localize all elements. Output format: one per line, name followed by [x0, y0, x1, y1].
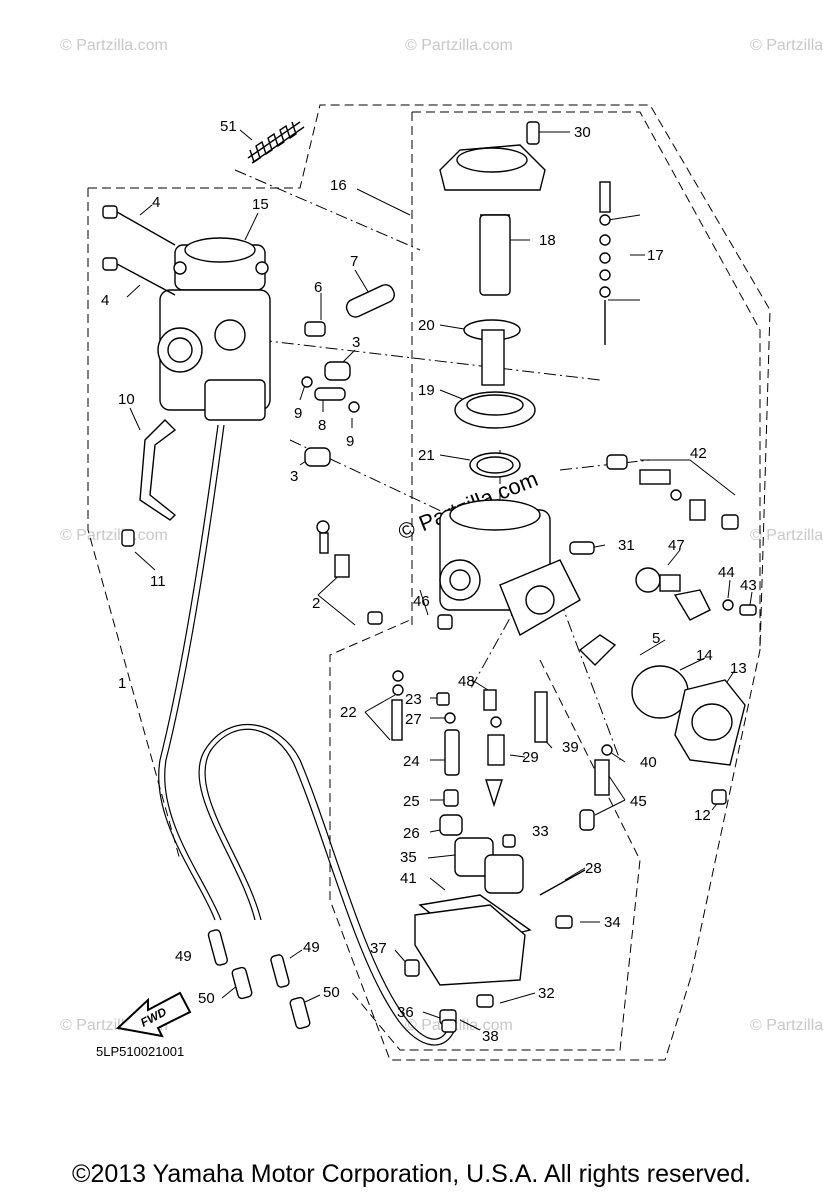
callout-21: 21 — [418, 447, 435, 464]
callout-9b: 9 — [346, 433, 354, 450]
callout-43: 43 — [740, 577, 757, 594]
callout-36: 36 — [397, 1004, 414, 1021]
callout-50a: 50 — [198, 990, 215, 1007]
callout-34: 34 — [604, 914, 621, 931]
callouts: 1 2 3 3 4 4 5 6 7 8 9 9 10 11 12 13 14 1… — [101, 118, 757, 1045]
callout-3a: 3 — [352, 334, 360, 351]
callout-44: 44 — [718, 564, 735, 581]
callout-42: 42 — [690, 445, 707, 462]
callout-28: 28 — [585, 860, 602, 877]
callout-49b: 49 — [303, 939, 320, 956]
callout-15: 15 — [252, 196, 269, 213]
screw-spring-2 — [316, 520, 383, 625]
callout-32: 32 — [538, 985, 555, 1002]
callout-40: 40 — [640, 754, 657, 771]
jets-group — [391, 614, 613, 848]
watermark-top-left: © Partzilla.com — [60, 37, 168, 54]
group-outlines — [87, 104, 771, 1061]
callout-4b: 4 — [101, 292, 109, 309]
callout-27: 27 — [405, 711, 422, 728]
callout-47: 47 — [668, 537, 685, 554]
spring-51 — [247, 121, 305, 164]
callout-37: 37 — [370, 940, 387, 957]
catalog-code: 5LP510021001 — [96, 1044, 185, 1059]
callout-19: 19 — [418, 382, 435, 399]
callout-2: 2 — [312, 595, 320, 612]
callout-29: 29 — [522, 749, 539, 766]
callout-12: 12 — [694, 807, 711, 824]
callout-18: 18 — [539, 232, 556, 249]
carb-small-parts — [301, 284, 395, 467]
right-side-parts — [569, 454, 757, 805]
callout-5: 5 — [652, 630, 660, 647]
watermark-mid-left: © Partzilla.com — [60, 527, 168, 544]
callout-49a: 49 — [175, 948, 192, 965]
copyright-notice: ©2013 Yamaha Motor Corporation, U.S.A. A… — [72, 1160, 751, 1188]
carb-body — [439, 499, 581, 637]
long-screws — [102, 205, 176, 296]
callout-10: 10 — [118, 391, 135, 408]
callout-20: 20 — [418, 317, 435, 334]
callout-48: 48 — [458, 673, 475, 690]
watermark-low-center: © Partzilla.com — [405, 1017, 513, 1034]
callout-23: 23 — [405, 691, 422, 708]
watermark-low-right: © Partzilla.com — [750, 1017, 823, 1034]
callout-51: 51 — [220, 118, 237, 135]
carb-top-parts — [439, 121, 546, 478]
float-bowl-group — [404, 837, 586, 1033]
callout-24: 24 — [403, 753, 420, 770]
callout-50b: 50 — [323, 984, 340, 1001]
callout-13: 13 — [730, 660, 747, 677]
throttle-cable — [158, 424, 457, 1046]
callout-1: 1 — [118, 675, 126, 692]
callout-30: 30 — [574, 124, 591, 141]
callout-14: 14 — [696, 647, 713, 664]
callout-8: 8 — [318, 417, 326, 434]
callout-39: 39 — [562, 739, 579, 756]
callout-6: 6 — [314, 279, 322, 296]
needle-set-17 — [599, 181, 611, 345]
callout-3b: 3 — [290, 468, 298, 485]
callout-7: 7 — [350, 253, 358, 270]
callout-16: 16 — [330, 177, 347, 194]
callout-31: 31 — [618, 537, 635, 554]
fwd-arrow: FWD — [115, 991, 192, 1038]
carburetor-assembly — [157, 237, 271, 421]
callout-11: 11 — [150, 573, 166, 590]
callout-22: 22 — [340, 704, 357, 721]
callout-25: 25 — [403, 793, 420, 810]
callout-9a: 9 — [294, 405, 302, 422]
bracket-10 — [121, 419, 177, 547]
callout-26: 26 — [403, 825, 420, 842]
callout-33: 33 — [532, 823, 549, 840]
watermark-mid-right: © Partzilla.com — [750, 527, 823, 544]
hose-fittings — [207, 929, 311, 1030]
callout-38: 38 — [482, 1028, 499, 1045]
watermark-top-center: © Partzilla.com — [405, 37, 513, 54]
callout-35: 35 — [400, 849, 417, 866]
callout-46: 46 — [413, 593, 430, 610]
callout-45: 45 — [630, 793, 647, 810]
callout-4a: 4 — [152, 194, 160, 211]
callout-17: 17 — [647, 247, 664, 264]
callout-41: 41 — [400, 870, 417, 887]
watermark-top-right: © Partzilla.com — [750, 37, 823, 54]
